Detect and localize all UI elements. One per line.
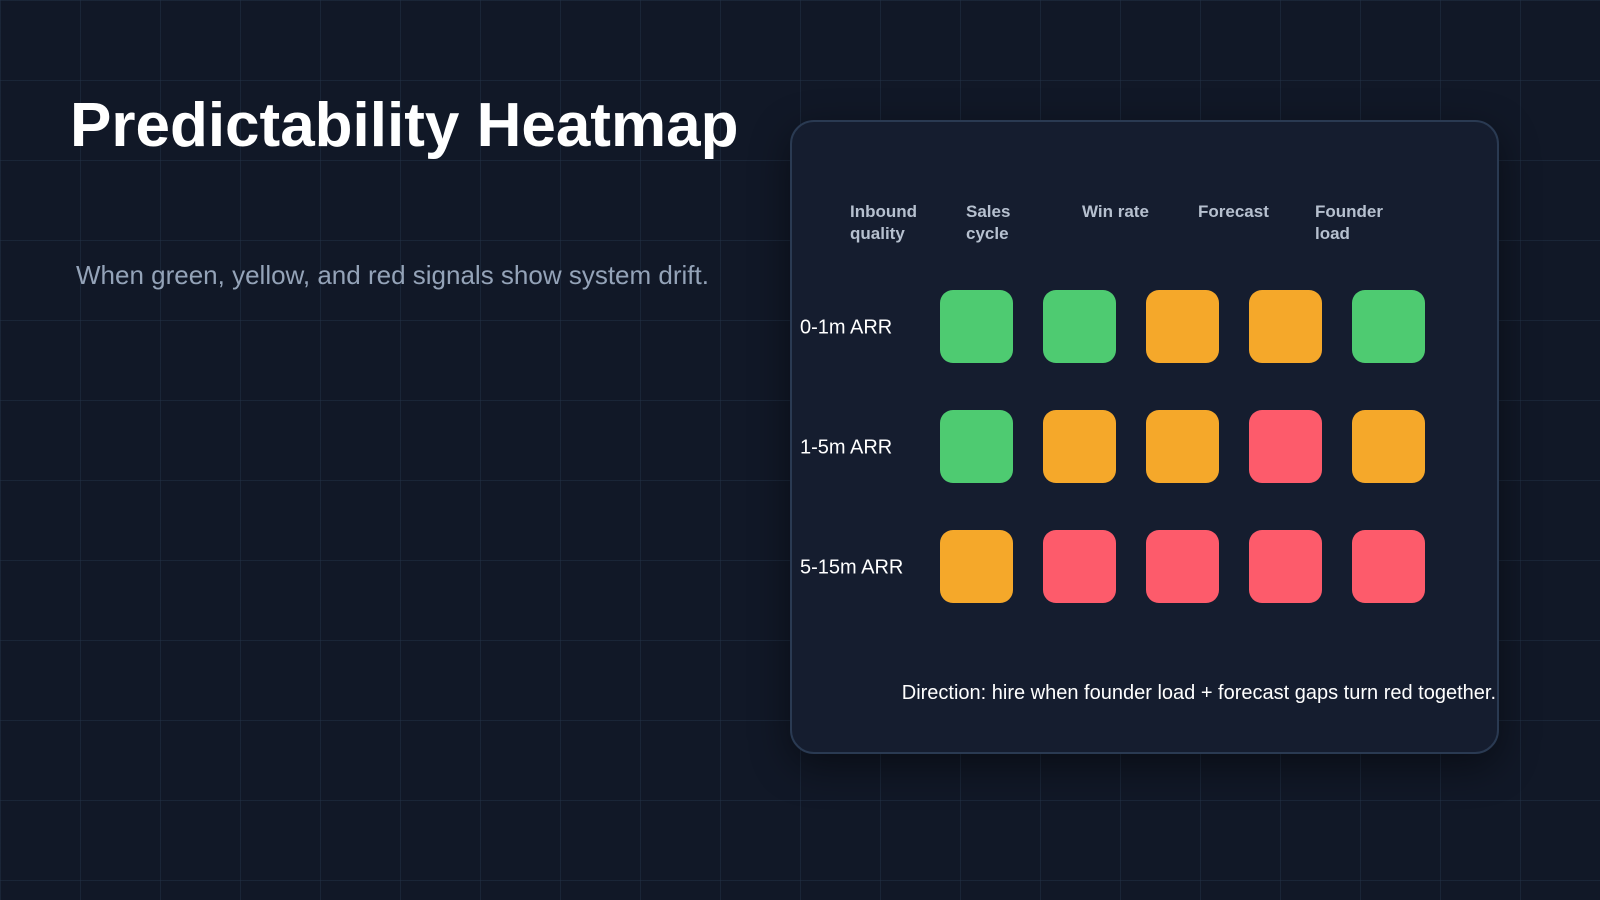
heatmap-cell [940,410,1013,483]
heatmap-cell [1043,410,1116,483]
heatmap-cell [1043,530,1116,603]
heatmap-cell [940,290,1013,363]
heatmap-cell [1352,530,1425,603]
heatmap-cell [940,530,1013,603]
page-title: Predictability Heatmap [70,91,739,160]
heatmap-cell [1146,290,1219,363]
heatmap-cell [1146,530,1219,603]
heatmap-cell [1249,410,1322,483]
heatmap-cell [1249,290,1322,363]
heatmap-cell [1352,290,1425,363]
direction-note: Direction: hire when founder load + fore… [901,682,1496,704]
row-labels: 0-1m ARR 1-5m ARR 5-15m ARR [800,317,903,579]
column-label: Forecast [1198,202,1269,221]
column-label: Win rate [1082,202,1149,221]
heatmap-cells [940,290,1425,603]
heatmap-cell [1249,530,1322,603]
row-label: 5-15m ARR [800,557,903,579]
row-label: 1-5m ARR [800,437,892,459]
heatmap-cell [1146,410,1219,483]
heatmap-cell [1352,410,1425,483]
page-subtitle: When green, yellow, and red signals show… [76,260,709,290]
heatmap-cell [1043,290,1116,363]
row-label: 0-1m ARR [800,317,892,339]
